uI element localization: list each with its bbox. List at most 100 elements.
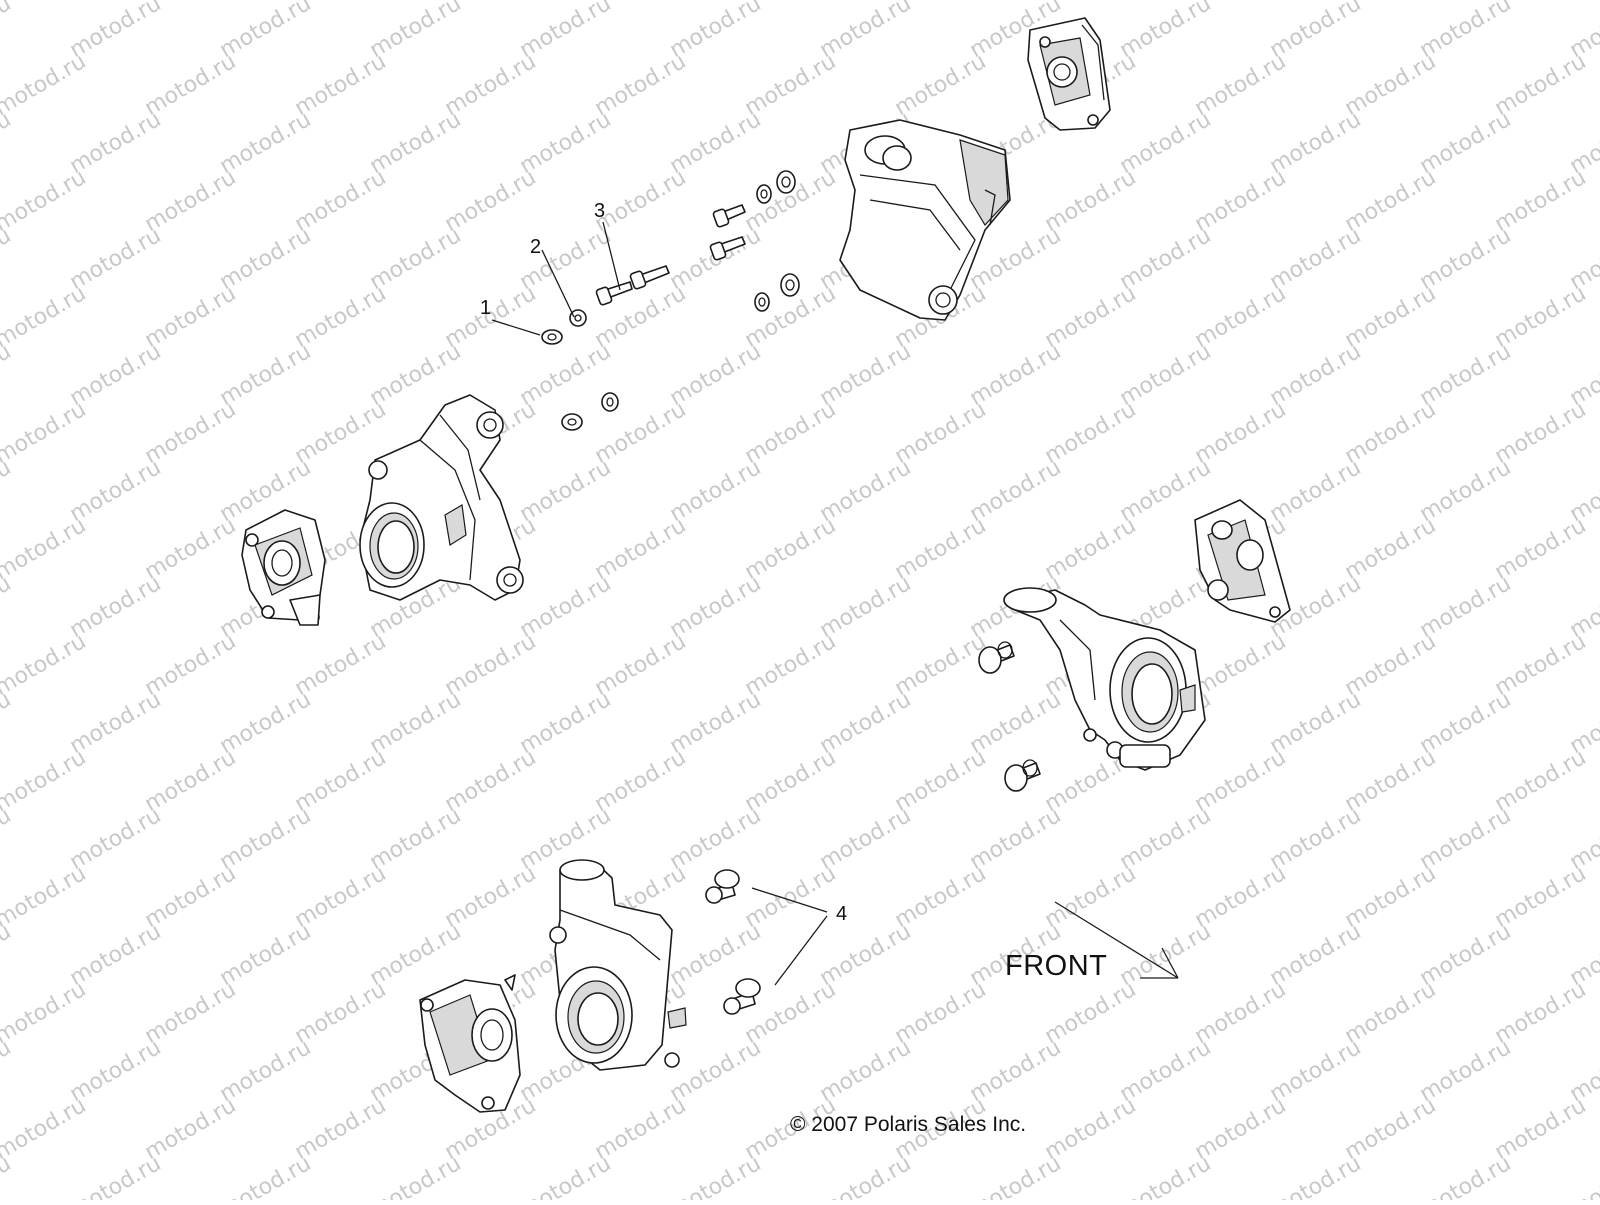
watermark-text: motod.ru	[1416, 107, 1516, 179]
watermark-text: motod.ru	[1491, 281, 1591, 353]
watermark-text: motod.ru	[1341, 1093, 1441, 1165]
watermark-text: motod.ru	[0, 455, 15, 527]
watermark-text: motod.ru	[1266, 1035, 1366, 1107]
watermark-text: motod.ru	[741, 629, 841, 701]
watermark-text: motod.ru	[1491, 49, 1591, 121]
watermark-text: motod.ru	[966, 339, 1066, 411]
watermark-text: motod.ru	[591, 165, 691, 237]
watermark-text: motod.ru	[141, 513, 241, 585]
watermark-text: motod.ru	[1116, 455, 1216, 527]
watermark-text: motod.ru	[1266, 455, 1366, 527]
watermark-text: motod.ru	[66, 1151, 166, 1200]
watermark-text: motod.ru	[291, 49, 391, 121]
watermark-text: motod.ru	[291, 165, 391, 237]
watermark-text: motod.ru	[66, 107, 166, 179]
watermark-text: motod.ru	[741, 861, 841, 933]
watermark-text: motod.ru	[1416, 687, 1516, 759]
watermark-text: motod.ru	[1266, 687, 1366, 759]
watermark-text: motod.ru	[1116, 223, 1216, 295]
watermark-text: motod.ru	[291, 861, 391, 933]
watermark-text: motod.ru	[1041, 165, 1141, 237]
watermark-text: motod.ru	[666, 571, 766, 643]
watermark-text: motod.ru	[141, 977, 241, 1049]
watermark-text: motod.ru	[366, 1151, 466, 1200]
watermark-text: motod.ru	[216, 687, 316, 759]
watermark-text: motod.ru	[1416, 803, 1516, 875]
watermark-text: motod.ru	[666, 1151, 766, 1200]
watermark-text: motod.ru	[1491, 745, 1591, 817]
watermark-text: motod.ru	[966, 455, 1066, 527]
watermark-text: motod.ru	[366, 107, 466, 179]
watermark-text: motod.ru	[366, 919, 466, 991]
watermark-text: motod.ru	[591, 513, 691, 585]
watermark-text: motod.ru	[66, 803, 166, 875]
watermark-text: motod.ru	[1416, 455, 1516, 527]
watermark-text: motod.ru	[516, 107, 616, 179]
watermark-text: motod.ru	[891, 745, 991, 817]
callout-2: 2	[530, 236, 541, 259]
watermark-text: motod.ru	[1266, 339, 1366, 411]
watermark-text: motod.ru	[1491, 977, 1591, 1049]
watermark-text: motod.ru	[0, 571, 15, 643]
watermark-text: motod.ru	[966, 803, 1066, 875]
watermark-text: motod.ru	[1191, 49, 1291, 121]
watermark-text: motod.ru	[0, 629, 90, 701]
washer	[755, 293, 769, 311]
watermark-text: motod.ru	[0, 861, 90, 933]
watermark-text: motod.ru	[141, 861, 241, 933]
watermark-text: motod.ru	[216, 1035, 316, 1107]
watermark-text: motod.ru	[0, 107, 15, 179]
watermark-text: motod.ru	[1266, 223, 1366, 295]
watermark-text: motod.ru	[0, 513, 90, 585]
watermark-text: motod.ru	[0, 223, 15, 295]
lower-brake-caliper	[420, 975, 520, 1112]
watermark-text: motod.ru	[666, 455, 766, 527]
watermark-text: motod.ru	[1416, 1035, 1516, 1107]
watermark-text: motod.ru	[1341, 165, 1441, 237]
right-knuckle-bolt	[1005, 760, 1040, 791]
watermark-text: motod.ru	[66, 919, 166, 991]
watermark-text: motod.ru	[1341, 977, 1441, 1049]
watermark-text: motod.ru	[0, 1093, 90, 1165]
watermark-text: motod.ru	[1341, 397, 1441, 469]
callout-4: 4	[836, 903, 847, 926]
watermark-text: motod.ru	[366, 687, 466, 759]
watermark-text: motod.ru	[66, 223, 166, 295]
watermark-text: motod.ru	[1491, 1093, 1591, 1165]
watermark-text: motod.ru	[0, 745, 90, 817]
watermark-text: motod.ru	[816, 571, 916, 643]
watermark-text: motod.ru	[741, 745, 841, 817]
watermark-text: motod.ru	[1041, 513, 1141, 585]
watermark-text: motod.ru	[66, 339, 166, 411]
watermark-text: motod.ru	[66, 571, 166, 643]
watermark-text: motod.ru	[1191, 629, 1291, 701]
watermark-text: motod.ru	[366, 223, 466, 295]
watermark-text: motod.ru	[141, 49, 241, 121]
watermark-text: motod.ru	[891, 861, 991, 933]
watermark-text: motod.ru	[216, 339, 316, 411]
watermark-text: motod.ru	[1266, 919, 1366, 991]
watermark-text: motod.ru	[141, 165, 241, 237]
watermark-text: motod.ru	[741, 513, 841, 585]
watermark-text: motod.ru	[1116, 1151, 1216, 1200]
watermark-text: motod.ru	[0, 687, 15, 759]
watermark-text: motod.ru	[0, 281, 90, 353]
watermark-text: motod.ru	[1116, 1035, 1216, 1107]
watermark-text: motod.ru	[0, 1035, 15, 1107]
watermark-text: motod.ru	[0, 977, 90, 1049]
watermark-text: motod.ru	[1116, 339, 1216, 411]
watermark-text: motod.ru	[0, 339, 15, 411]
watermark-text: motod.ru	[816, 687, 916, 759]
watermark-text: motod.ru	[291, 745, 391, 817]
watermark-text: motod.ru	[666, 803, 766, 875]
washer	[781, 274, 799, 296]
watermark-text: motod.ru	[1341, 745, 1441, 817]
watermark-text: motod.ru	[591, 745, 691, 817]
watermark-text: motod.ru	[816, 1151, 916, 1200]
watermark-text: motod.ru	[216, 919, 316, 991]
watermark-text: motod.ru	[591, 49, 691, 121]
watermark-text: motod.ru	[0, 0, 90, 5]
watermark-text: motod.ru	[1266, 107, 1366, 179]
watermark-text: motod.ru	[891, 629, 991, 701]
